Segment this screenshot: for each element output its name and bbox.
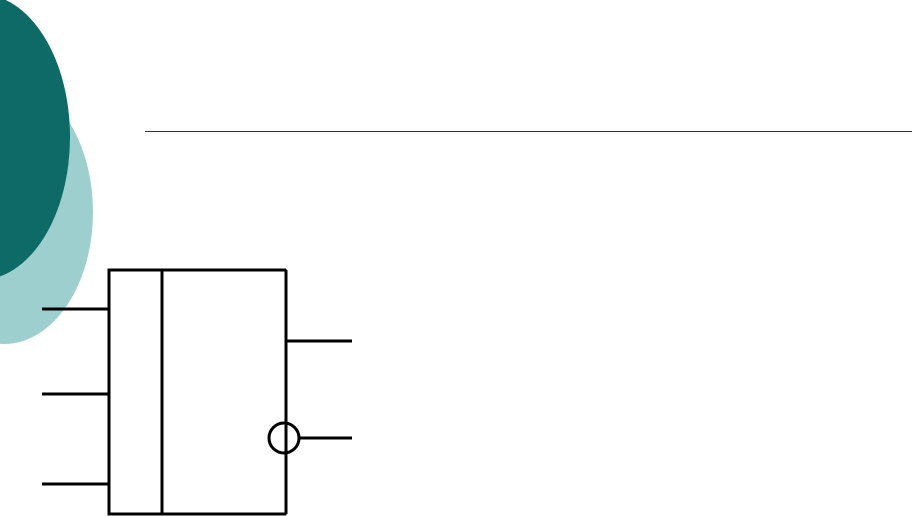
block-storage-section	[161, 269, 287, 515]
inversion-bubble	[267, 421, 301, 455]
block-control-section	[107, 268, 164, 516]
title-rule	[145, 131, 912, 132]
